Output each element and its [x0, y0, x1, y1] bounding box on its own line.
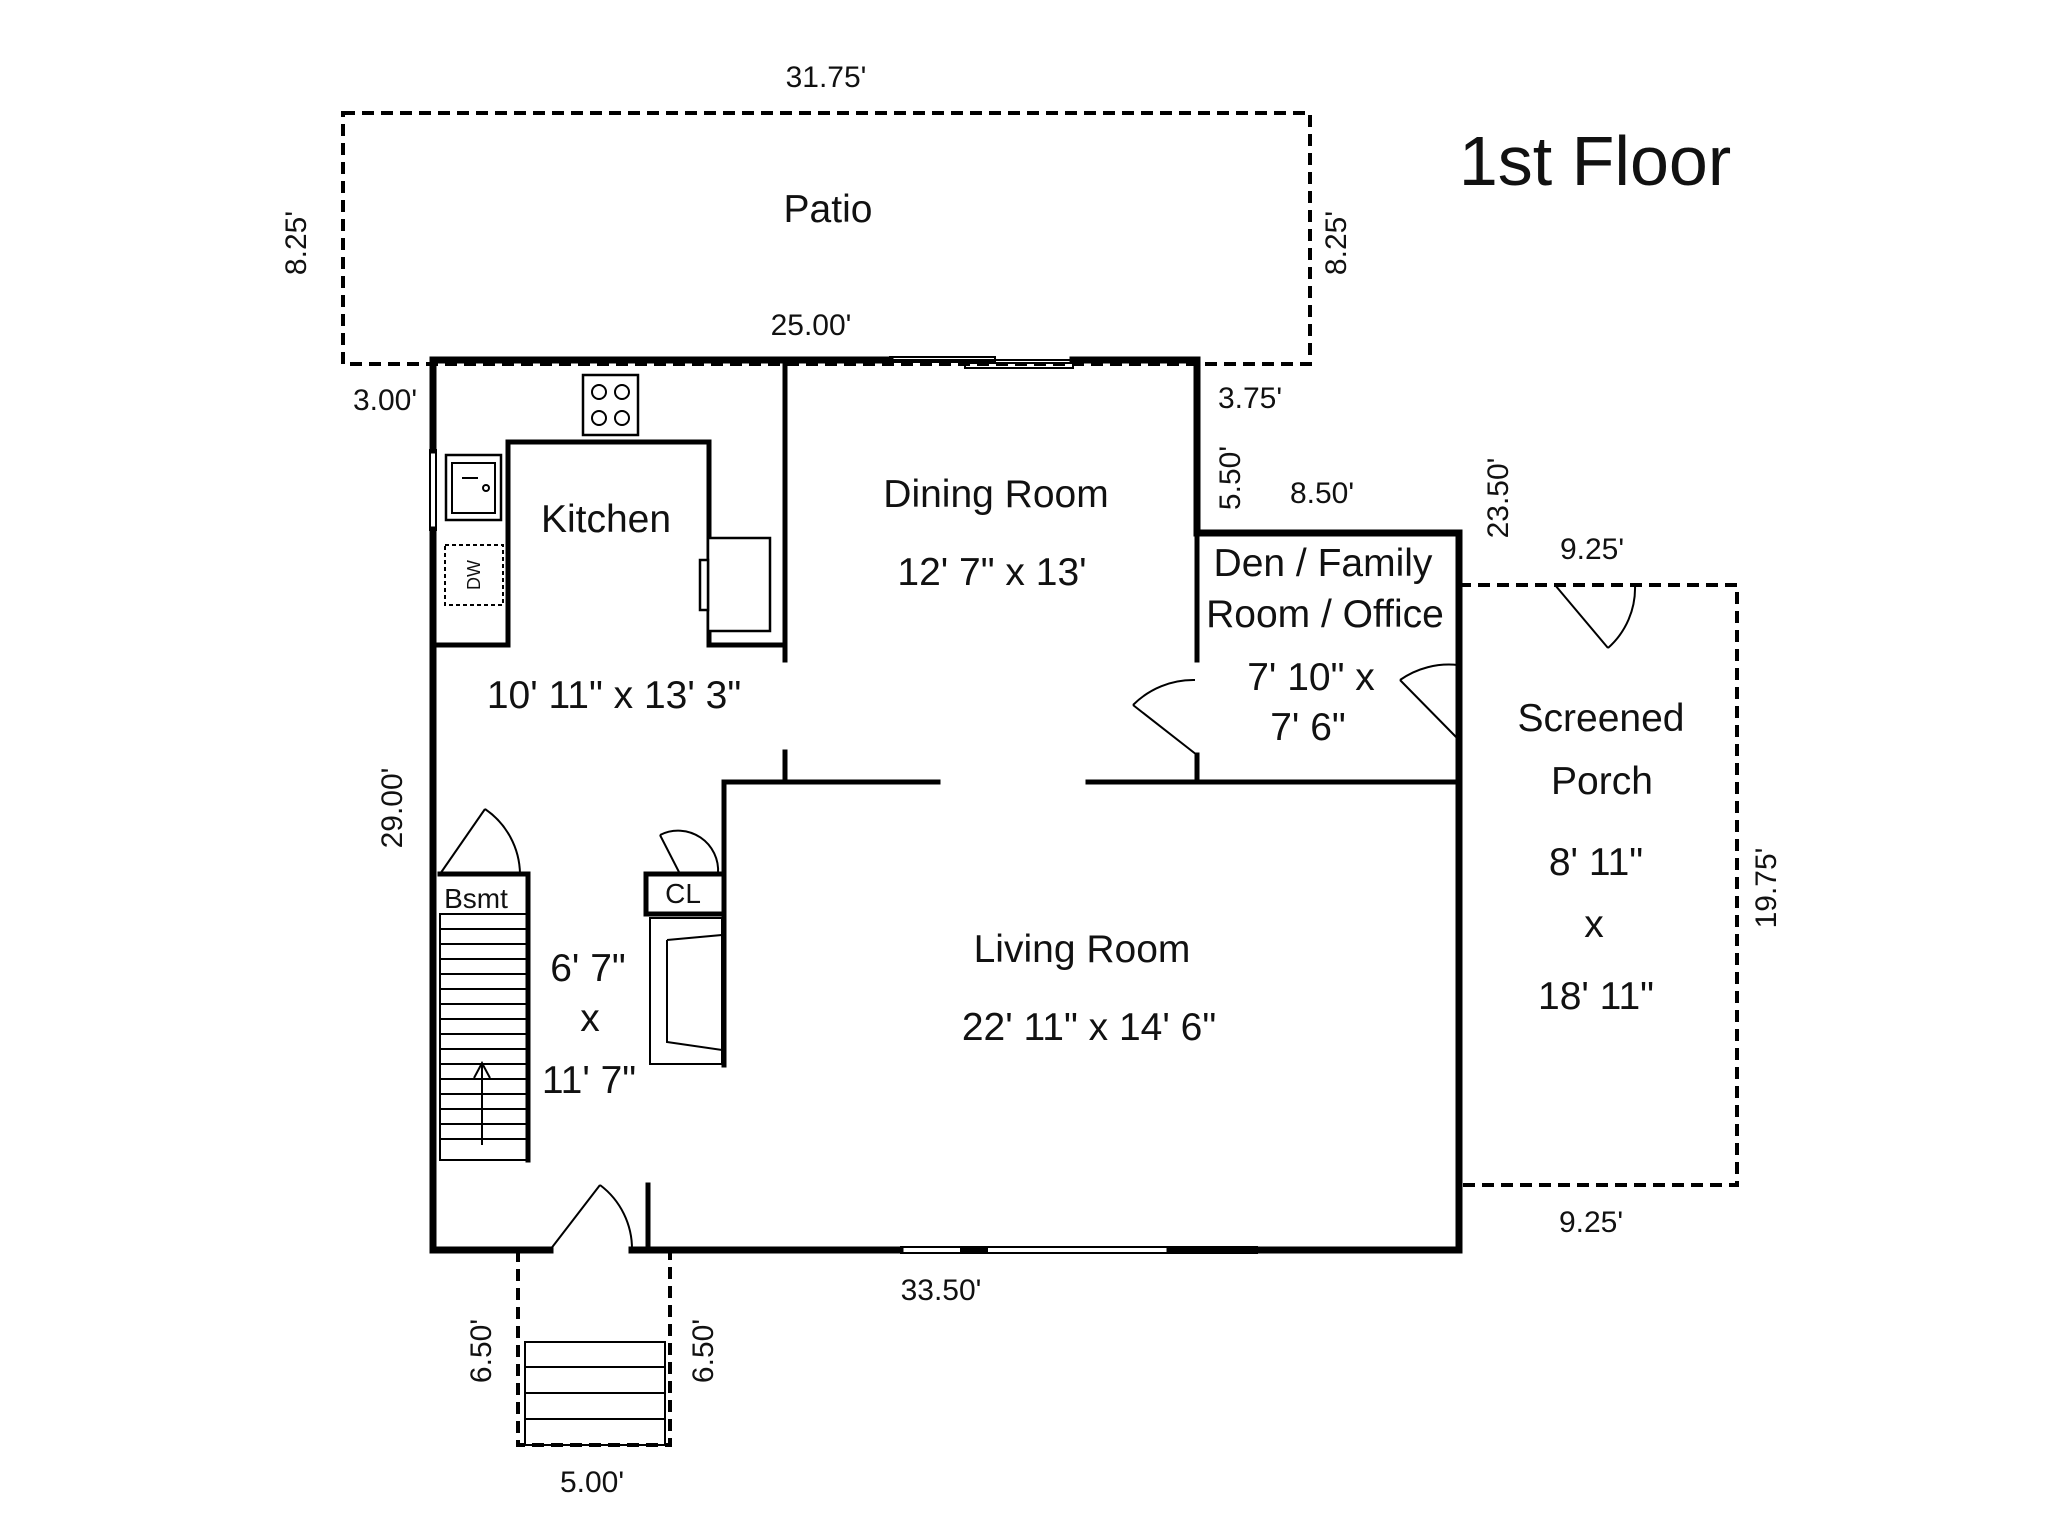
basement-label: Bsmt: [444, 883, 508, 914]
dim-steps-right: 6.50': [687, 1319, 720, 1383]
porch-size-line2: 18' 11": [1538, 975, 1654, 1018]
dim-patio-top: 31.75': [786, 61, 867, 94]
porch-size-line1: 8' 11": [1549, 841, 1643, 884]
patio-label: Patio: [784, 188, 873, 231]
exterior-walls: [429, 356, 1463, 1254]
dining-label: Dining Room: [883, 473, 1108, 516]
den-size-line2: 7' 6": [1270, 706, 1346, 749]
patio-outline: [341, 111, 1312, 366]
dim-patio-right: 8.25': [1320, 211, 1353, 275]
steps-outline: [516, 1250, 672, 1447]
den-size-line1: 7' 10" x: [1247, 656, 1375, 699]
refrigerator-icon: [698, 536, 772, 633]
stove-icon: [581, 373, 640, 437]
kitchen-label: Kitchen: [541, 498, 671, 541]
dim-steps-bottom: 5.00': [560, 1466, 624, 1499]
fireplace-icon: [649, 917, 723, 1065]
dim-patio-bottom: 25.00': [771, 309, 852, 342]
basement-stairs: [439, 913, 529, 1161]
dining-size: 12' 7" x 13': [897, 551, 1086, 594]
entry-steps: [524, 1341, 666, 1446]
door-swings: [439, 584, 1637, 1251]
hall-size-line1: 6' 7": [550, 947, 626, 990]
dim-left-wall: 29.00': [376, 768, 409, 849]
dim-steps-left: 6.50': [465, 1319, 498, 1383]
dim-bottom-wall: 33.50': [901, 1274, 982, 1307]
dishwasher-icon: DW: [444, 544, 504, 606]
dishwasher-label: DW: [464, 560, 484, 590]
hall-size-line2: 11' 7": [542, 1059, 636, 1102]
porch-size-x: x: [1584, 903, 1604, 946]
dim-porch-right: 19.75': [1750, 848, 1783, 929]
interior-walls: [430, 362, 1462, 1253]
porch-outline: [1459, 583, 1739, 1187]
hall-size-x: x: [580, 997, 600, 1040]
sink-icon: [444, 453, 503, 522]
dim-den-top: 8.50': [1290, 477, 1354, 510]
dim-patio-left: 8.25': [280, 211, 313, 275]
porch-label-line1: Screened: [1518, 697, 1685, 740]
dim-corner-right: 3.75': [1218, 382, 1282, 415]
living-size: 22' 11" x 14' 6": [962, 1006, 1216, 1049]
living-label: Living Room: [974, 928, 1191, 971]
dim-corner-left: 3.00': [353, 384, 417, 417]
dim-right-wall: 23.50': [1482, 458, 1515, 539]
windows: [429, 356, 1258, 1254]
floor-title: 1st Floor: [1459, 122, 1731, 200]
den-label-line2: Room / Office: [1206, 593, 1444, 636]
dim-porch-top: 9.25': [1560, 533, 1624, 566]
dim-den-step: 5.50': [1214, 446, 1247, 510]
kitchen-size: 10' 11" x 13' 3": [487, 674, 741, 717]
closet-label: CL: [665, 878, 701, 909]
den-label-line1: Den / Family: [1214, 542, 1433, 585]
dim-porch-bottom: 9.25': [1559, 1206, 1623, 1239]
porch-label-line2: Porch: [1551, 760, 1653, 803]
